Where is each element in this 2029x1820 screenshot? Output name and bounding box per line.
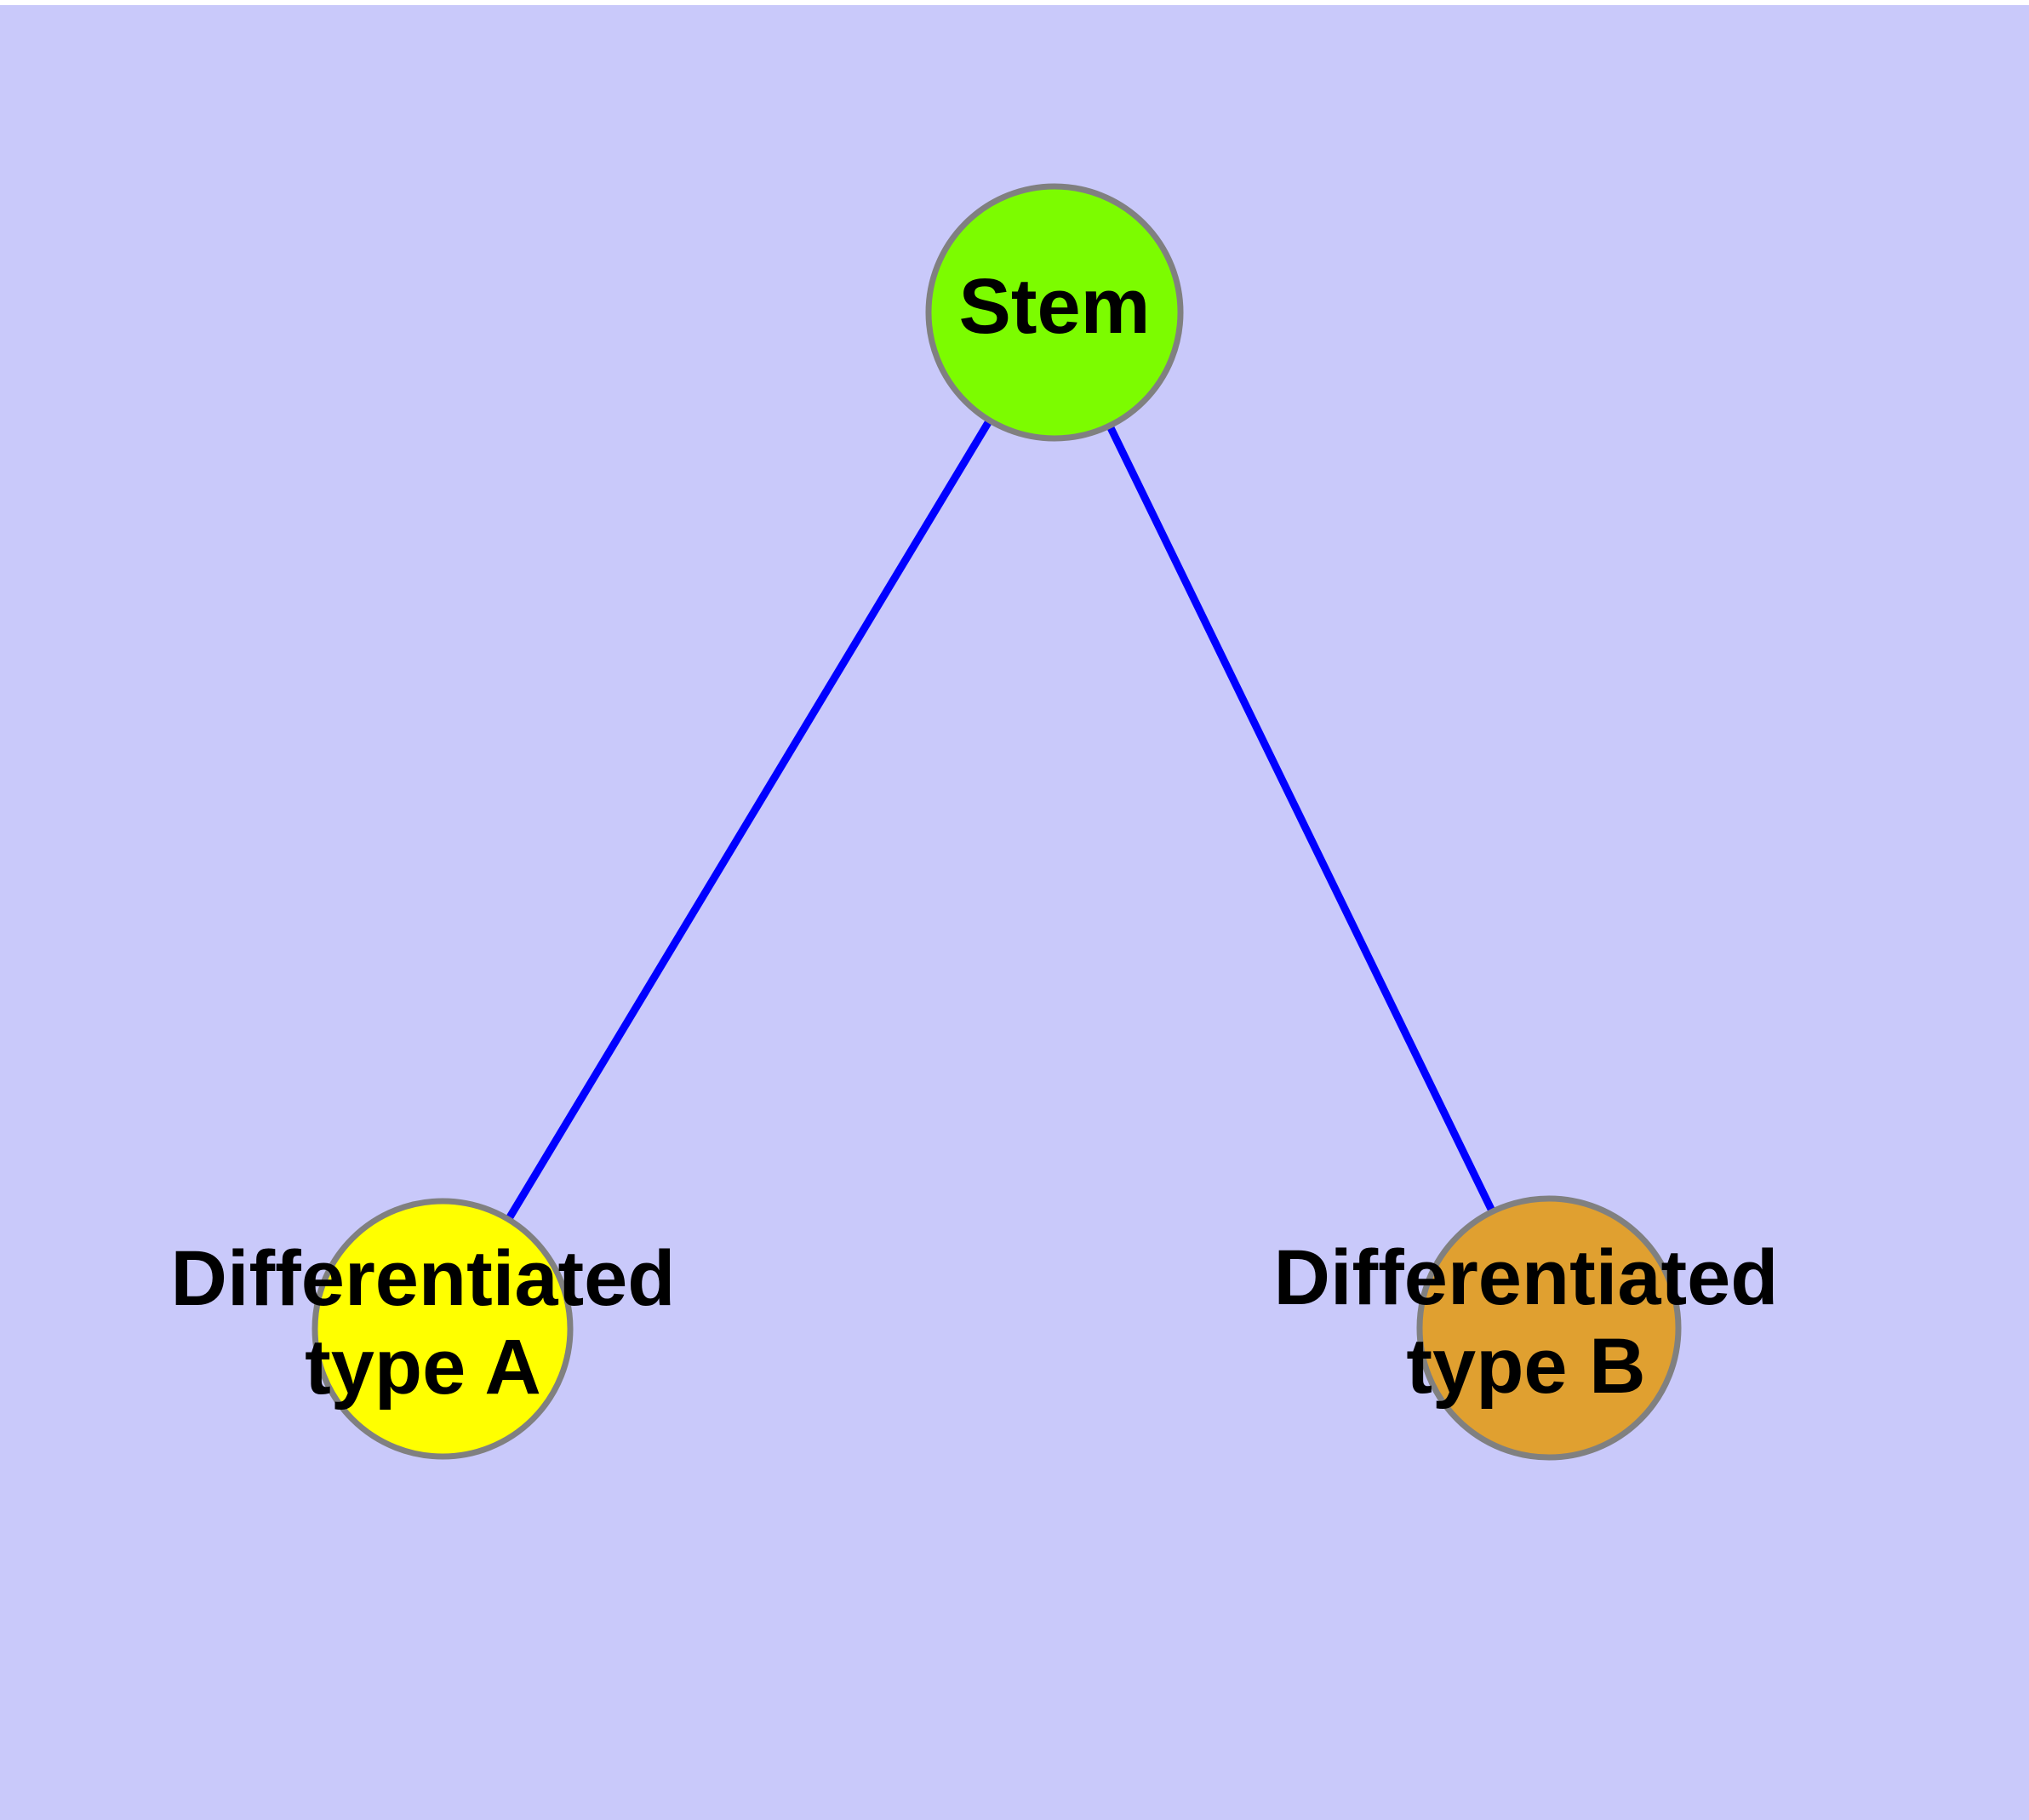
node-label-line: Differentiated (1274, 1234, 1779, 1321)
node-label-line: type B (1406, 1323, 1645, 1410)
graph-edge-stem-to-diff-a[interactable] (500, 410, 997, 1229)
node-label-line: Differentiated (171, 1235, 676, 1322)
graph-edge-stem-to-diff-b[interactable] (1102, 416, 1500, 1222)
node-label-line: Stem (959, 263, 1151, 350)
node-label-stem: Stem (959, 263, 1151, 350)
edges-group (500, 410, 1500, 1229)
nodes-group (311, 183, 1682, 1461)
graph-node-diff-b[interactable] (1416, 1195, 1682, 1461)
graph-node-diff-a[interactable] (311, 1198, 574, 1460)
graph-node-stem[interactable] (925, 183, 1184, 442)
node-label-line: type A (305, 1324, 541, 1411)
